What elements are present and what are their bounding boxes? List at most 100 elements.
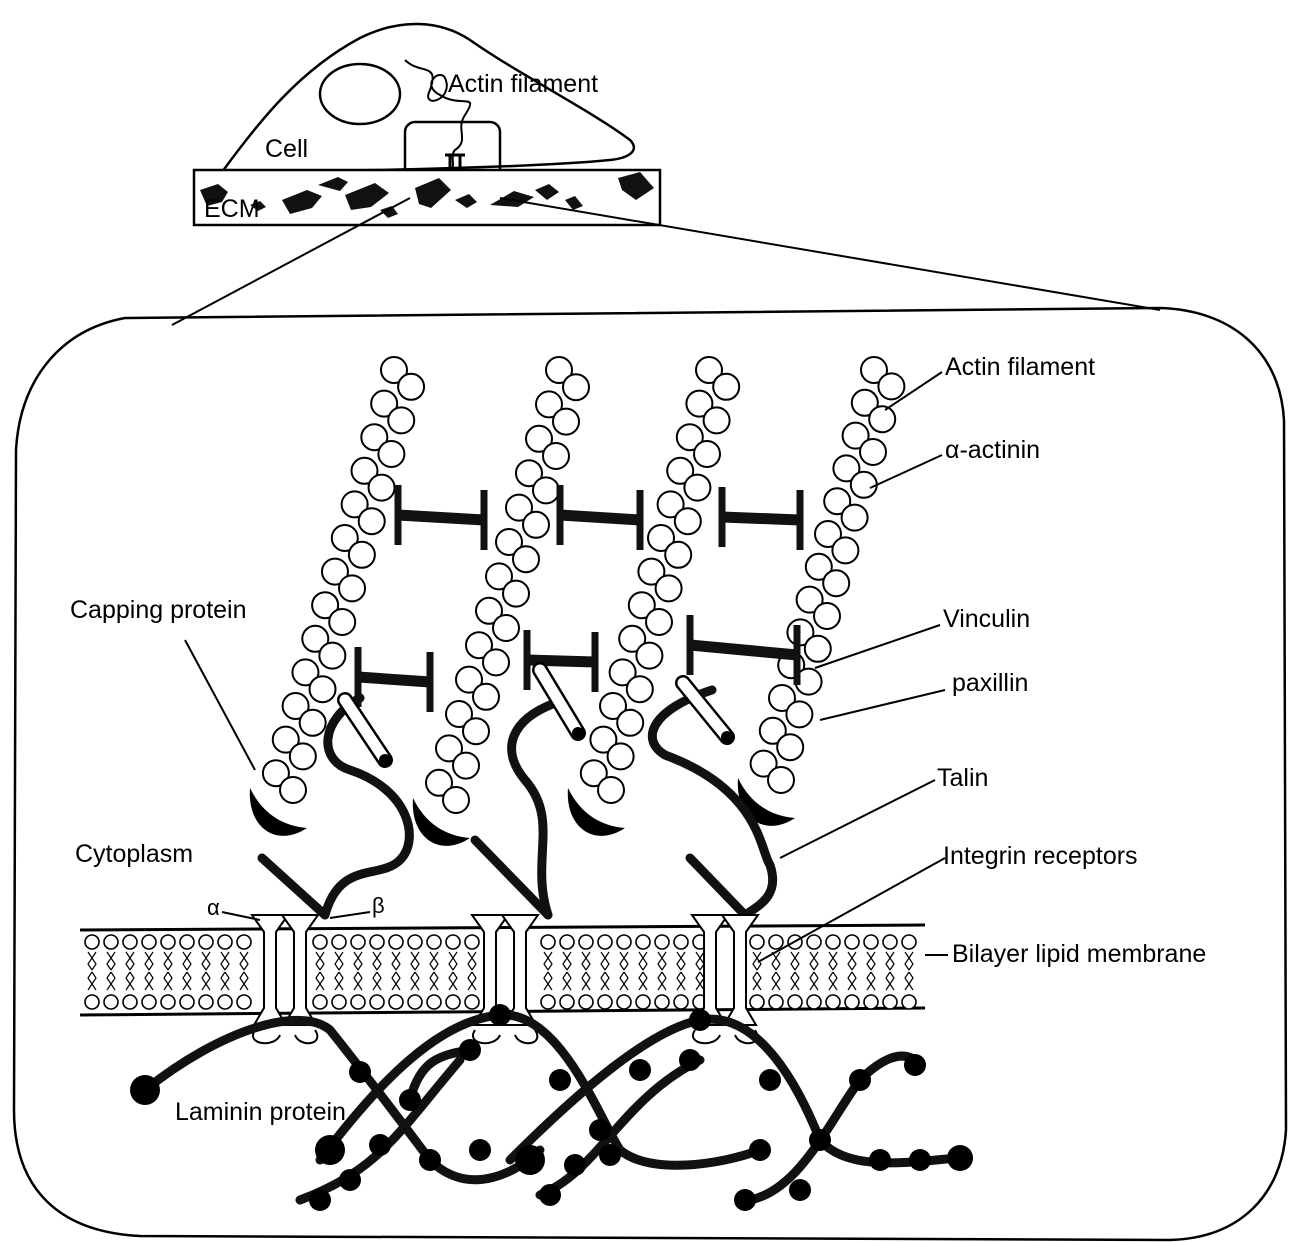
alpha-actinin-rod (358, 677, 430, 682)
actin-monomer (463, 718, 489, 744)
actin-monomer (805, 636, 831, 662)
lipid-tail (563, 952, 571, 990)
lipid-head (769, 935, 783, 949)
actin-monomer (493, 615, 519, 641)
laminin-node (130, 1075, 160, 1105)
lipid-head (351, 995, 365, 1009)
lipid-head (579, 935, 593, 949)
lipid-head (674, 935, 688, 949)
actin-monomer (777, 734, 803, 760)
laminin-node (539, 1184, 561, 1206)
laminin-node (909, 1149, 931, 1171)
laminin-node (564, 1154, 586, 1176)
lipid-head (161, 935, 175, 949)
lipid-tail (202, 952, 210, 990)
lipid-head (826, 995, 840, 1009)
vinculin-fill (540, 670, 578, 733)
actin-monomer (842, 505, 868, 531)
lipid-head (123, 935, 137, 949)
lipid-tail (430, 952, 438, 990)
alpha-actinin-crosslinks (358, 485, 800, 712)
lipid-tail (677, 952, 685, 990)
lipid-head (788, 995, 802, 1009)
talin-head (262, 858, 325, 915)
alpha-actinin (560, 485, 640, 550)
integrin-foot (253, 1030, 317, 1043)
lipid-tail (392, 952, 400, 990)
actin-monomer (675, 508, 701, 534)
actin-monomer (869, 406, 895, 432)
actin-monomer (713, 374, 739, 400)
lipid-head (807, 935, 821, 949)
actin-monomer (860, 439, 886, 465)
label-beta-subunit: β (372, 893, 385, 918)
laminin-node (869, 1149, 891, 1171)
lipid-head (598, 935, 612, 949)
lipid-tail (601, 952, 609, 990)
lipid-tail (411, 952, 419, 990)
label-alpha-subunit: α (207, 895, 220, 920)
lipid-head (655, 995, 669, 1009)
lipid-head (427, 995, 441, 1009)
actin-monomer (473, 684, 499, 710)
label-integrin-receptors: Integrin receptors (943, 842, 1138, 870)
lipid-head (864, 935, 878, 949)
actin-monomer (290, 743, 316, 769)
overview-cell-label: Cell (265, 135, 308, 163)
lipid-tail (88, 952, 96, 990)
lipid-head (769, 995, 783, 1009)
lipid-tail (354, 952, 362, 990)
actin-filament (738, 357, 905, 826)
lipid-head (408, 995, 422, 1009)
actin-monomer (369, 475, 395, 501)
laminin-node (789, 1179, 811, 1201)
actin-monomer (513, 546, 539, 572)
actin-monomer (339, 575, 365, 601)
lipid-head (104, 995, 118, 1009)
laminin-node (759, 1069, 781, 1091)
lipid-head (237, 935, 251, 949)
lipid-head (845, 935, 859, 949)
laminin-node (399, 1089, 421, 1111)
lipid-head (446, 995, 460, 1009)
label-talin: Talin (937, 764, 988, 792)
laminin-node (599, 1144, 621, 1166)
actin-monomer (533, 477, 559, 503)
laminin-node (849, 1069, 871, 1091)
actin-monomer (388, 407, 414, 433)
actin-monomer (878, 373, 904, 399)
overview-ecm-label: ECM (204, 195, 260, 223)
lipid-head (237, 995, 251, 1009)
lipid-tail (620, 952, 628, 990)
actin-monomer (453, 753, 479, 779)
lipid-head (142, 935, 156, 949)
laminin-node (349, 1061, 371, 1083)
actin-monomer (786, 701, 812, 727)
laminin-node (904, 1054, 926, 1076)
alpha-actinin-rod (527, 660, 595, 662)
lipid-head (617, 995, 631, 1009)
label-alpha-actinin: α-actinin (945, 436, 1040, 464)
laminin-node (309, 1189, 331, 1211)
lipid-head (389, 995, 403, 1009)
lipid-head (826, 935, 840, 949)
actin-monomer (319, 643, 345, 669)
actin-monomer (503, 581, 529, 607)
alpha-actinin (398, 485, 484, 550)
integrin-subunit (282, 915, 318, 1025)
actin-monomer (694, 441, 720, 467)
lipid-head (902, 995, 916, 1009)
laminin-node (589, 1119, 611, 1141)
laminin-node (549, 1069, 571, 1091)
actin-monomer (636, 643, 662, 669)
paxillin (572, 727, 584, 739)
talin-head (475, 840, 548, 915)
laminin-node (679, 1049, 701, 1071)
lipid-head (465, 935, 479, 949)
actin-monomer (684, 475, 710, 501)
lipid-tail (791, 952, 799, 990)
actin-monomer (704, 407, 730, 433)
actin-monomer (300, 710, 326, 736)
laminin-chain (300, 1060, 460, 1200)
